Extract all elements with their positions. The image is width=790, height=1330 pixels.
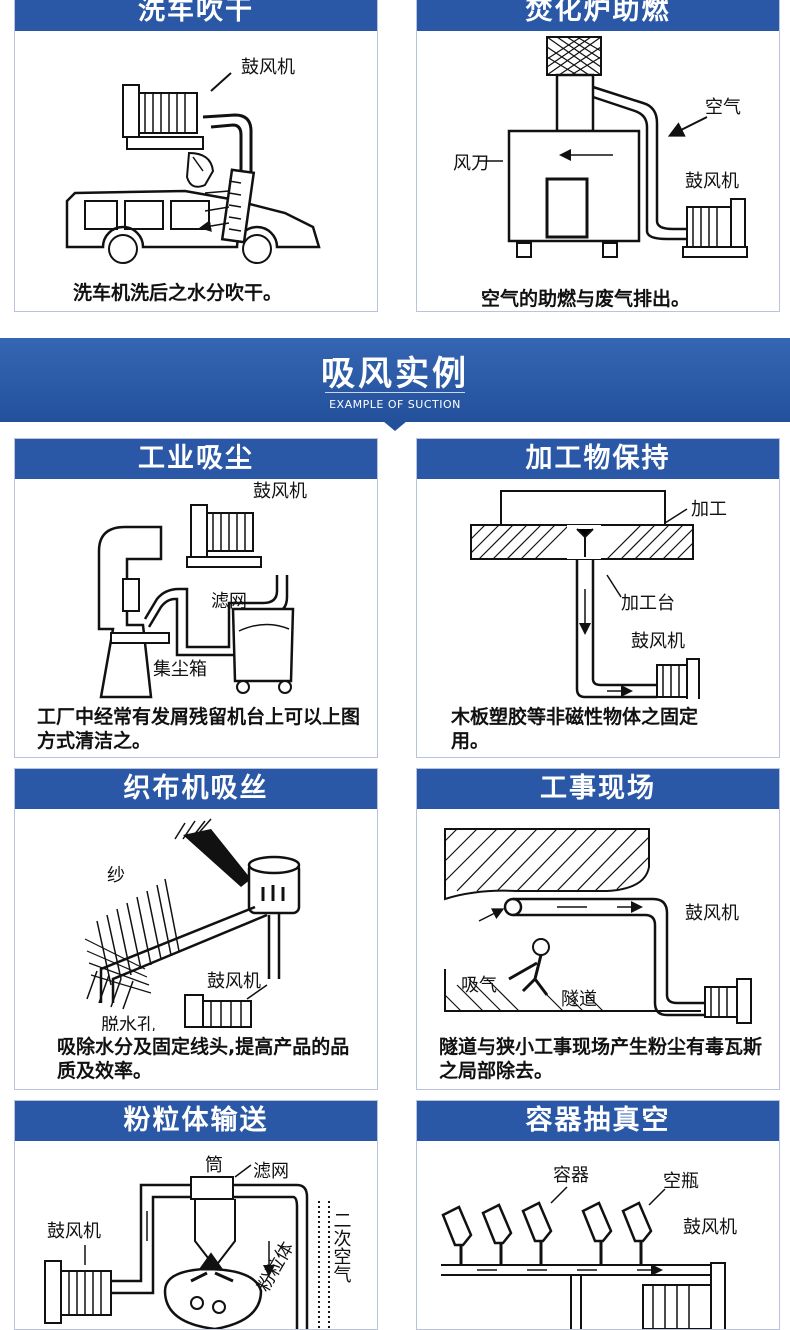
label-tunnel: 隧道 <box>561 989 597 1010</box>
label-empty-bottle: 空瓶 <box>663 1171 699 1192</box>
powder-conveying-diagram: 鼓风机 筒 滤网 粉粒体 二次空气 <box>44 1155 352 1329</box>
label-filter: 滤网 <box>253 1161 289 1182</box>
label-air-knife: 风刀 <box>453 153 489 174</box>
card-title: 加工物保持 <box>417 439 779 479</box>
card-workpiece-holding: 加工物保持 加工 加工台 鼓风机 木板塑胶等非磁性物体之固定用。 <box>416 438 780 758</box>
loom-diagram: 纱 鼓风机 脱水孔 <box>84 818 301 1031</box>
label-tube: 筒 <box>205 1155 223 1176</box>
label-blower: 鼓风机 <box>47 1221 101 1242</box>
label-drain-hole: 脱水孔 <box>101 1015 155 1031</box>
tunnel-diagram: 鼓风机 吸气 隧道 <box>444 828 752 1024</box>
label-workpiece: 加工 <box>691 499 727 520</box>
label-work-table: 加工台 <box>621 593 675 614</box>
label-suction: 吸气 <box>461 975 497 996</box>
label-blower: 鼓风机 <box>685 903 739 924</box>
banner-pointer <box>383 421 407 431</box>
section-title: 吸风实例 <box>321 354 469 394</box>
card-industrial-dust-suction: 工业吸尘 鼓风机 滤网 集尘箱 工厂中经常有发屑残留机台上可以上图方式清洁之。 <box>14 438 378 758</box>
label-air: 空气 <box>705 97 741 118</box>
label-dust-box: 集尘箱 <box>153 659 207 680</box>
label-blower: 鼓风机 <box>207 971 261 992</box>
label-blower: 鼓风机 <box>631 631 685 652</box>
card-caption: 木板塑胶等非磁性物体之固定用。 <box>451 706 699 752</box>
container-vacuum-diagram: 容器 空瓶 鼓风机 <box>441 1165 737 1329</box>
label-container: 容器 <box>553 1165 589 1186</box>
card-title: 焚化炉助燃 <box>417 0 779 31</box>
label-yarn: 纱 <box>107 865 125 886</box>
card-title: 洗车吹干 <box>15 0 377 31</box>
label-blower: 鼓风机 <box>685 171 739 192</box>
label-blower: 鼓风机 <box>241 57 295 78</box>
dust-suction-diagram: 鼓风机 滤网 集尘箱 <box>97 481 307 699</box>
label-blower: 鼓风机 <box>253 481 307 502</box>
card-container-vacuum: 容器抽真空 容器 空瓶 鼓风机 <box>416 1100 780 1330</box>
card-title: 粉粒体输送 <box>15 1101 377 1141</box>
label-secondary-air: 二次空气 <box>331 1211 352 1283</box>
workpiece-holding-diagram: 加工 加工台 鼓风机 <box>470 490 727 699</box>
incinerator-diagram: 空气 风刀 鼓风机 <box>453 36 748 258</box>
label-blower: 鼓风机 <box>683 1217 737 1238</box>
card-incinerator-combustion: 焚化炉助燃 空气 风刀 鼓风机 空气的助燃与废气排出。 <box>416 0 780 312</box>
card-caption: 隧道与狭小工事现场产生粉尘有毒瓦斯之局部除去。 <box>439 1036 763 1082</box>
card-powder-conveying: 粉粒体输送 鼓风机 筒 滤网 粉粒体 二次空气 <box>14 1100 378 1330</box>
card-title: 织布机吸丝 <box>15 769 377 809</box>
card-title: 工事现场 <box>417 769 779 809</box>
card-title: 工业吸尘 <box>15 439 377 479</box>
card-loom-yarn-suction: 织布机吸丝 纱 鼓风机 脱水孔 吸除水分及固定线头,提高产品的品质及效率。 <box>14 768 378 1090</box>
label-powder: 粉粒体 <box>253 1238 298 1295</box>
card-title: 容器抽真空 <box>417 1101 779 1141</box>
label-filter: 滤网 <box>211 591 247 612</box>
card-caption: 吸除水分及固定线头,提高产品的品质及效率。 <box>57 1036 350 1082</box>
card-caption: 工厂中经常有发屑残留机台上可以上图方式清洁之。 <box>37 706 361 752</box>
card-caption: 空气的助燃与废气排出。 <box>481 288 691 310</box>
card-car-wash-drying: 洗车吹干 鼓风机 洗车机洗后之水分吹干。 <box>14 0 378 312</box>
car-wash-diagram: 鼓风机 <box>65 57 321 264</box>
banner-divider <box>325 392 465 393</box>
card-construction-site: 工事现场 鼓风机 吸气 隧道 隧道与狭小工事现场产生粉尘有毒瓦斯之局部除去。 <box>416 768 780 1090</box>
section-subtitle: EXAMPLE OF SUCTION <box>329 398 461 411</box>
section-banner: 吸风实例 EXAMPLE OF SUCTION <box>0 338 790 422</box>
card-caption: 洗车机洗后之水分吹干。 <box>73 282 283 304</box>
